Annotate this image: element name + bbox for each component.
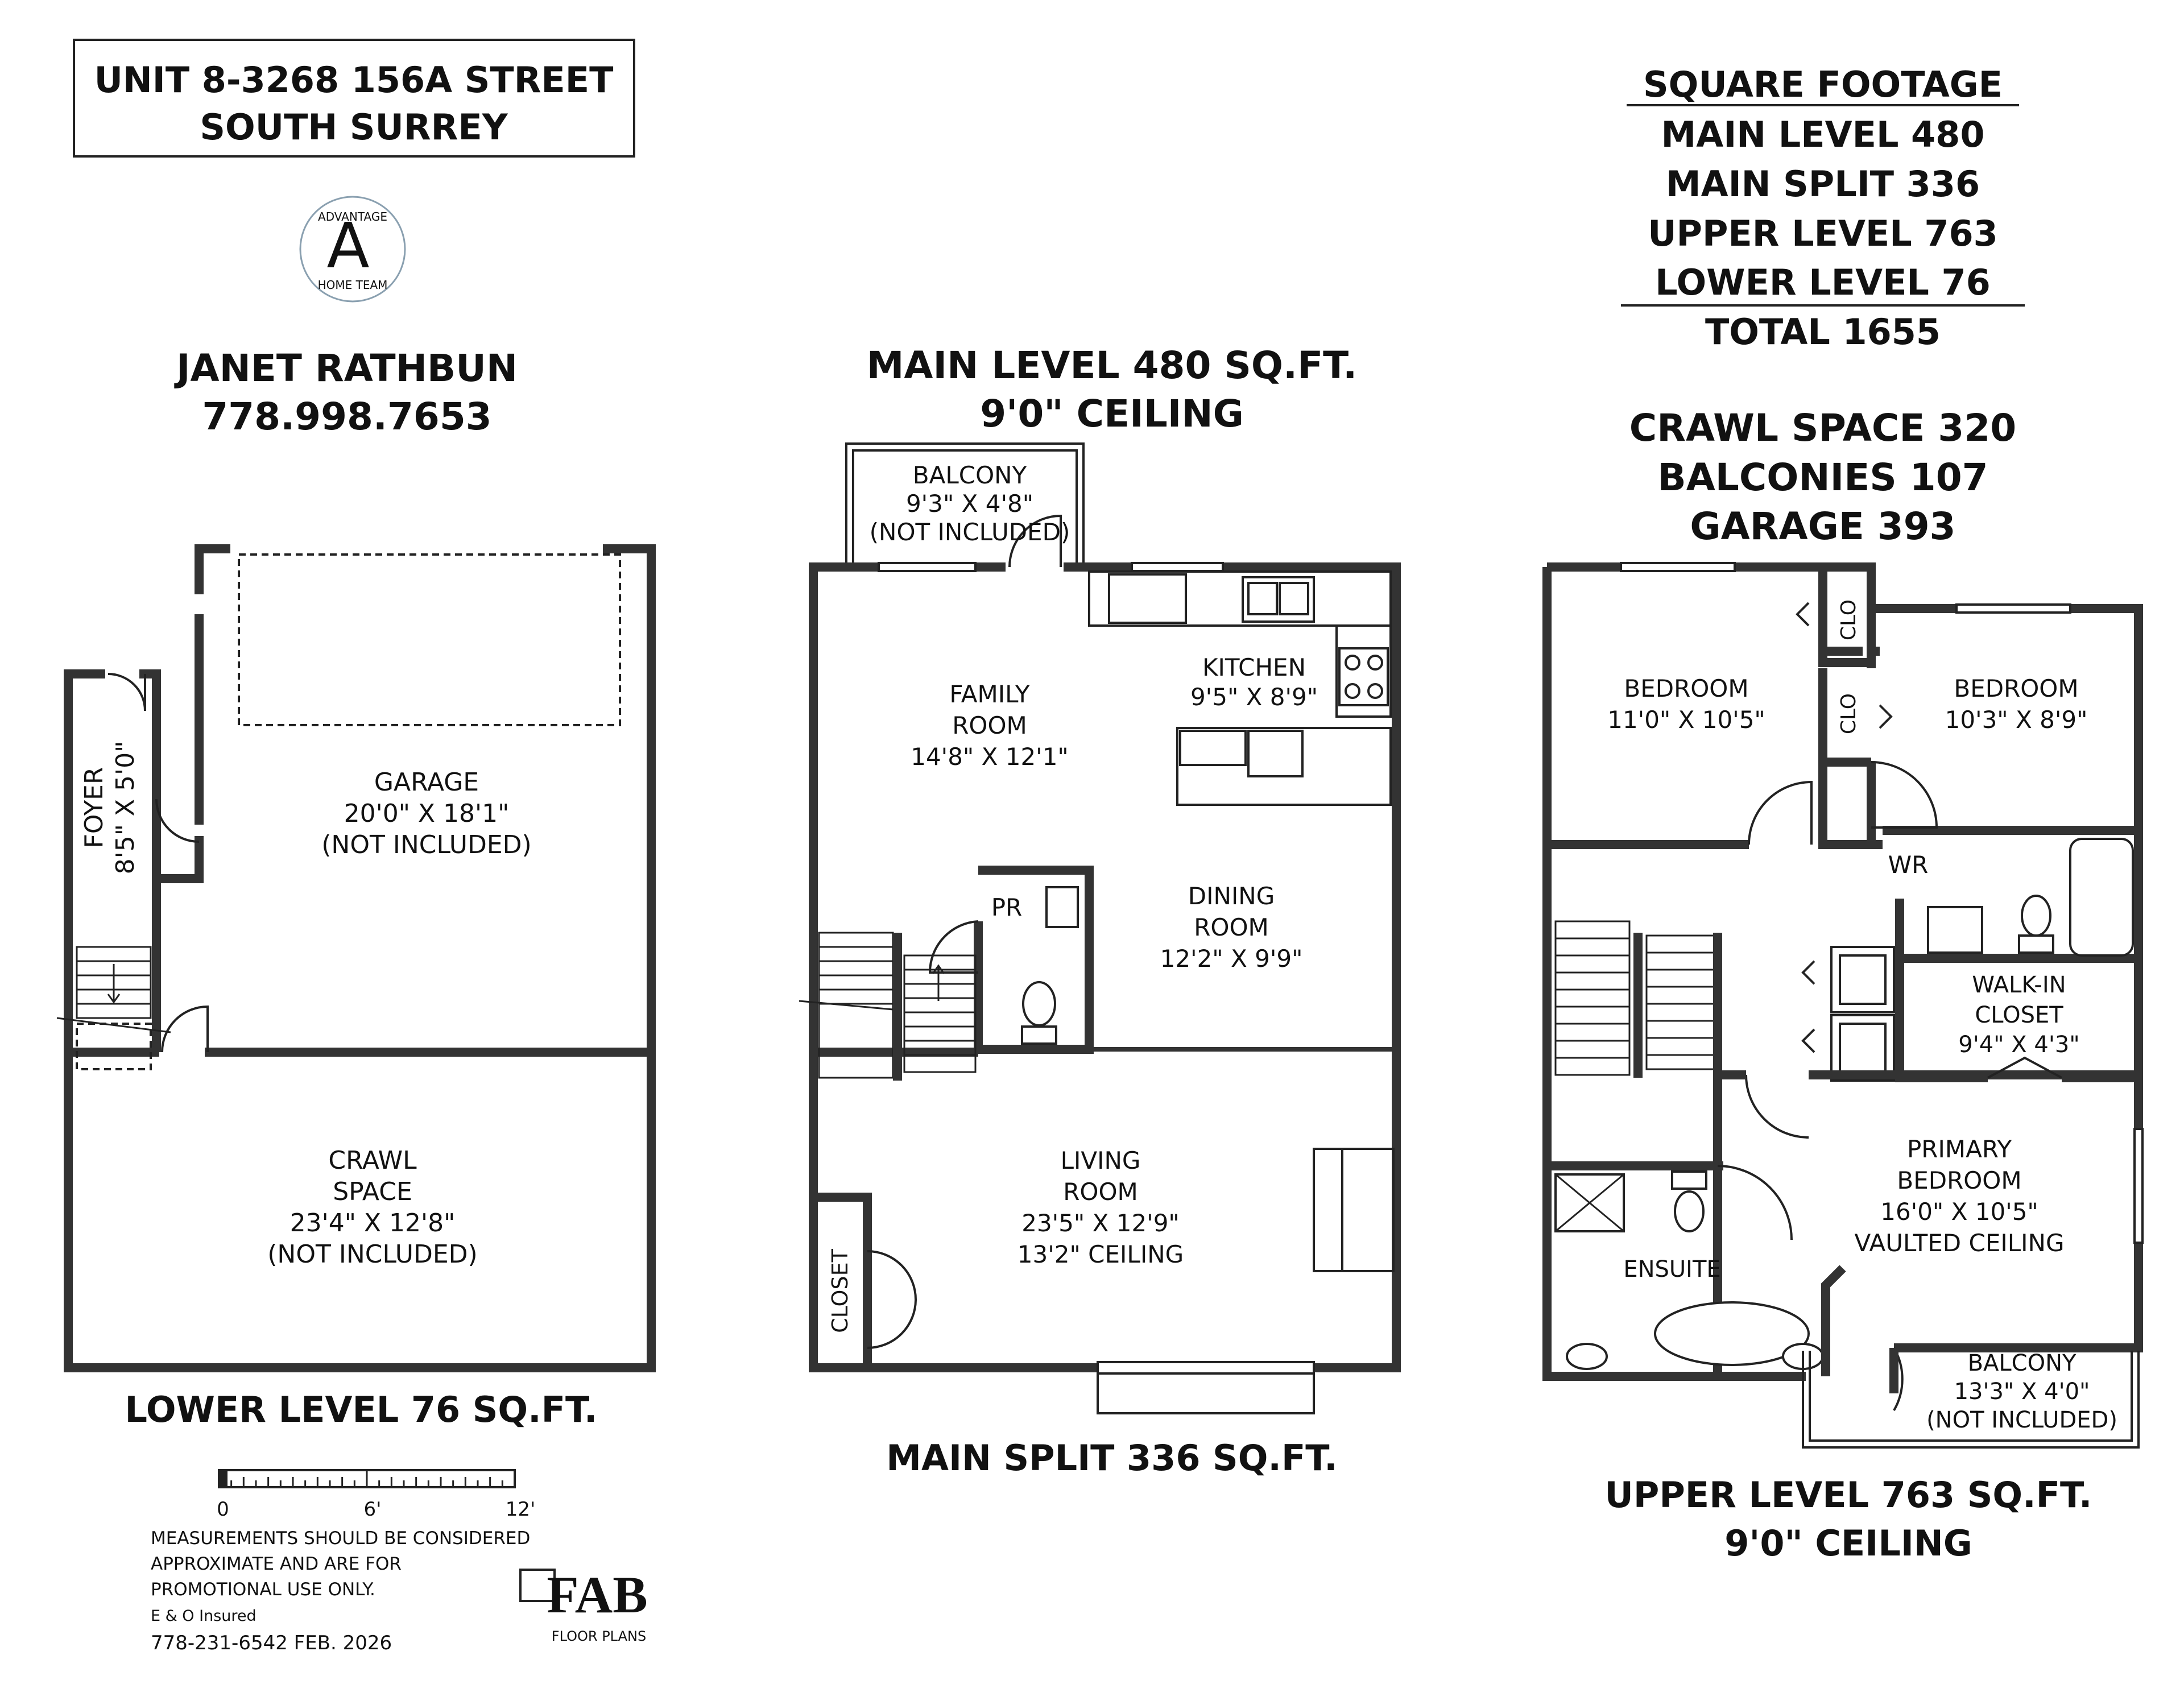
upper-level-caption: UPPER LEVEL 763 SQ.FT. — [1605, 1474, 2092, 1516]
room-dims-crawl: 23'4" X 12'8" — [290, 1209, 456, 1238]
room-dims-bedroom-2: 10'3" X 8'9" — [1945, 706, 2088, 734]
main-stairs — [799, 932, 977, 1081]
extra-garage: GARAGE 393 — [1690, 504, 1955, 548]
agent-phone: 778.998.7653 — [202, 395, 491, 438]
extra-balconies: BALCONIES 107 — [1657, 456, 1988, 499]
room-note-upper-balcony: (NOT INCLUDED) — [1926, 1407, 2117, 1433]
upper-level-plan: BEDROOM 11'0" X 10'5" BEDROOM 10'3" X 8'… — [1542, 562, 2144, 1564]
logo-top-text: ADVANTAGE — [318, 210, 387, 224]
address-line-2: SOUTH SURREY — [200, 106, 508, 148]
room-label-upper-balcony: BALCONY — [1968, 1350, 2077, 1376]
extra-crawl-space: CRAWL SPACE 320 — [1629, 406, 2016, 450]
room-label-bedroom-1: BEDROOM — [1624, 675, 1748, 702]
disclaimer-line: 778-231-6542 FEB. 2026 — [151, 1632, 392, 1654]
main-level-ceiling: 9'0" CEILING — [980, 392, 1244, 436]
room-note-balcony: (NOT INCLUDED) — [870, 518, 1070, 546]
room-dims-kitchen: 9'5" X 8'9" — [1190, 683, 1318, 711]
lower-stairs — [56, 946, 171, 1070]
room-label-clo-b: CLO — [1837, 693, 1860, 734]
room-label-balcony: BALCONY — [913, 461, 1027, 489]
room-label-crawl-2: SPACE — [333, 1177, 412, 1206]
room-label-pr: PR — [991, 893, 1023, 921]
upper-level-ceiling: 9'0" CEILING — [1724, 1522, 1972, 1564]
room-label-bedroom-2: BEDROOM — [1954, 675, 2078, 702]
room-label-dining-2: ROOM — [1194, 913, 1269, 941]
main-level-caption: MAIN LEVEL 480 SQ.FT. — [867, 344, 1357, 387]
sqft-heading: SQUARE FOOTAGE — [1643, 64, 2003, 105]
disclaimer-line: APPROXIMATE AND ARE FOR — [151, 1554, 402, 1574]
brand-sub: FLOOR PLANS — [552, 1628, 646, 1644]
sqft-line: LOWER LEVEL 76 — [1655, 262, 1991, 303]
room-dims-primary: 16'0" X 10'5" — [1880, 1198, 2038, 1226]
advantage-home-team-logo: A ADVANTAGE HOME TEAM — [299, 196, 406, 303]
disclaimer-line: MEASUREMENTS SHOULD BE CONSIDERED — [151, 1528, 530, 1549]
main-split-caption: MAIN SPLIT 336 SQ.FT. — [886, 1437, 1337, 1479]
room-ceiling-living: 13'2" CEILING — [1017, 1240, 1184, 1268]
room-label-walkin: WALK-IN — [1972, 972, 2066, 998]
room-label-garage: GARAGE — [374, 768, 479, 797]
sqft-line: MAIN SPLIT 336 — [1666, 163, 1980, 205]
room-dims-foyer: 8'5" X 5'0" — [111, 741, 140, 875]
room-label-primary-2: BEDROOM — [1897, 1166, 2021, 1194]
room-dims-dining: 12'2" X 9'9" — [1160, 945, 1303, 973]
sqft-line: UPPER LEVEL 763 — [1648, 213, 1998, 254]
room-label-wr: WR — [1888, 851, 1929, 879]
lower-level-caption: LOWER LEVEL 76 SQ.FT. — [125, 1389, 598, 1430]
room-label-living: LIVING — [1061, 1147, 1141, 1174]
room-ceiling-primary: VAULTED CEILING — [1854, 1229, 2064, 1257]
room-label-family-2: ROOM — [952, 711, 1027, 739]
room-label-dining: DINING — [1188, 882, 1275, 910]
room-label-primary: PRIMARY — [1907, 1135, 2012, 1163]
agent-block: JANET RATHBUN 778.998.7653 — [174, 346, 518, 438]
room-note-crawl: (NOT INCLUDED) — [267, 1240, 477, 1269]
sqft-total: TOTAL 1655 — [1705, 311, 1941, 353]
room-dims-walkin: 9'4" X 4'3" — [1958, 1032, 2079, 1058]
address-line-1: UNIT 8-3268 156A STREET — [94, 59, 614, 101]
sqft-line: MAIN LEVEL 480 — [1661, 114, 1985, 155]
room-dims-living: 23'5" X 12'9" — [1021, 1209, 1180, 1237]
scale-tick-label: 12' — [506, 1498, 536, 1521]
main-level-plan: MAIN LEVEL 480 SQ.FT. 9'0" CEILING — [799, 344, 1401, 1479]
room-dims-upper-balcony: 13'3" X 4'0" — [1954, 1379, 2090, 1405]
room-label-living-2: ROOM — [1063, 1178, 1138, 1206]
agent-name: JANET RATHBUN — [174, 346, 518, 390]
upper-stairs — [1547, 920, 1722, 1170]
brand-name: FAB — [547, 1566, 647, 1624]
room-label-crawl: CRAWL — [328, 1146, 417, 1175]
extra-areas: CRAWL SPACE 320 BALCONIES 107 GARAGE 393 — [1629, 406, 2016, 548]
room-dims-family: 14'8" X 12'1" — [911, 743, 1069, 771]
room-label-closet: CLOSET — [828, 1248, 853, 1333]
fab-floor-plans-logo: FAB FLOOR PLANS — [519, 1566, 648, 1644]
disclaimer-line: E & O Insured — [151, 1607, 257, 1625]
room-note-garage: (NOT INCLUDED) — [321, 830, 531, 859]
address-block: UNIT 8-3268 156A STREET SOUTH SURREY — [73, 39, 635, 158]
scale-tick-label: 0 — [217, 1498, 229, 1521]
scale-bar: 0 6' 12' — [217, 1469, 536, 1521]
room-label-kitchen: KITCHEN — [1202, 653, 1306, 681]
disclaimer: MEASUREMENTS SHOULD BE CONSIDERED APPROX… — [151, 1528, 530, 1654]
room-label-walkin-2: CLOSET — [1975, 1002, 2063, 1028]
room-label-ensuite: ENSUITE — [1623, 1256, 1720, 1282]
logo-letter: A — [326, 209, 369, 282]
room-label-family: FAMILY — [949, 680, 1029, 708]
disclaimer-line: PROMOTIONAL USE ONLY. — [151, 1579, 375, 1600]
room-label-clo-a: CLO — [1837, 599, 1860, 640]
room-label-foyer: FOYER — [80, 767, 109, 849]
scale-tick-label: 6' — [364, 1498, 382, 1521]
lower-level-plan: FOYER 8'5" X 5'0" GARAGE 20'0" X 18'1" (… — [56, 544, 656, 1430]
room-dims-bedroom-1: 11'0" X 10'5" — [1607, 706, 1765, 734]
room-dims-garage: 20'0" X 18'1" — [344, 799, 510, 828]
square-footage-table: SQUARE FOOTAGE MAIN LEVEL 480 MAIN SPLIT… — [1621, 64, 2025, 353]
room-dims-balcony: 9'3" X 4'8" — [906, 490, 1033, 518]
logo-bottom-text: HOME TEAM — [318, 278, 388, 292]
